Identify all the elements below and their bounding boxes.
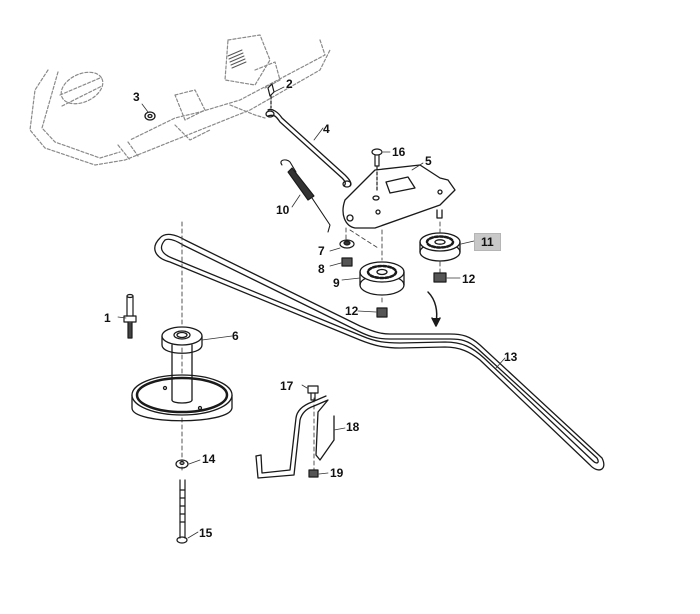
callout-15[interactable]: 15 — [199, 526, 213, 540]
idler-pulley-9 — [359, 261, 405, 296]
callout-2[interactable]: 2 — [286, 77, 293, 91]
callout-19[interactable]: 19 — [330, 466, 344, 480]
callout-11-highlighted[interactable]: 11 — [474, 233, 501, 251]
bolt-15 — [176, 479, 188, 544]
rotation-arrow-icon — [427, 291, 441, 327]
callout-13[interactable]: 13 — [504, 350, 518, 364]
centerlines — [181, 221, 441, 471]
callout-16[interactable]: 16 — [392, 145, 406, 159]
nut-8 — [341, 257, 353, 267]
nut-14 — [175, 459, 189, 469]
callout-8[interactable]: 8 — [318, 262, 325, 276]
shoulder-bolt — [123, 293, 137, 339]
idler-bracket — [342, 164, 456, 229]
drive-pulley — [131, 326, 233, 422]
nut-12-right — [433, 272, 447, 283]
bolt-17 — [307, 385, 319, 401]
nut-19 — [308, 469, 319, 478]
callout-9[interactable]: 9 — [333, 276, 340, 290]
callout-10[interactable]: 10 — [276, 203, 290, 217]
belt — [154, 233, 605, 471]
nut-12-lower — [376, 307, 388, 318]
spacer — [339, 239, 355, 249]
callout-17[interactable]: 17 — [280, 379, 294, 393]
callout-14[interactable]: 14 — [202, 452, 216, 466]
callout-5[interactable]: 5 — [425, 154, 432, 168]
rod — [265, 108, 352, 188]
bolt-16 — [371, 148, 383, 191]
idler-pulley-11 — [419, 232, 461, 262]
callout-3[interactable]: 3 — [133, 90, 140, 104]
callout-7[interactable]: 7 — [318, 244, 325, 258]
callout-1[interactable]: 1 — [104, 311, 111, 325]
leader-lines — [117, 86, 506, 539]
spring — [280, 159, 331, 233]
clip — [267, 83, 275, 109]
phantom-spring — [227, 49, 247, 69]
phantom-pedal-assembly — [29, 34, 331, 166]
callout-12-lower[interactable]: 12 — [345, 304, 359, 318]
washer — [144, 111, 156, 121]
belt-guide — [255, 395, 335, 479]
callout-12-right[interactable]: 12 — [462, 272, 476, 286]
callout-4[interactable]: 4 — [323, 122, 330, 136]
callout-6[interactable]: 6 — [232, 329, 239, 343]
callout-18[interactable]: 18 — [346, 420, 360, 434]
